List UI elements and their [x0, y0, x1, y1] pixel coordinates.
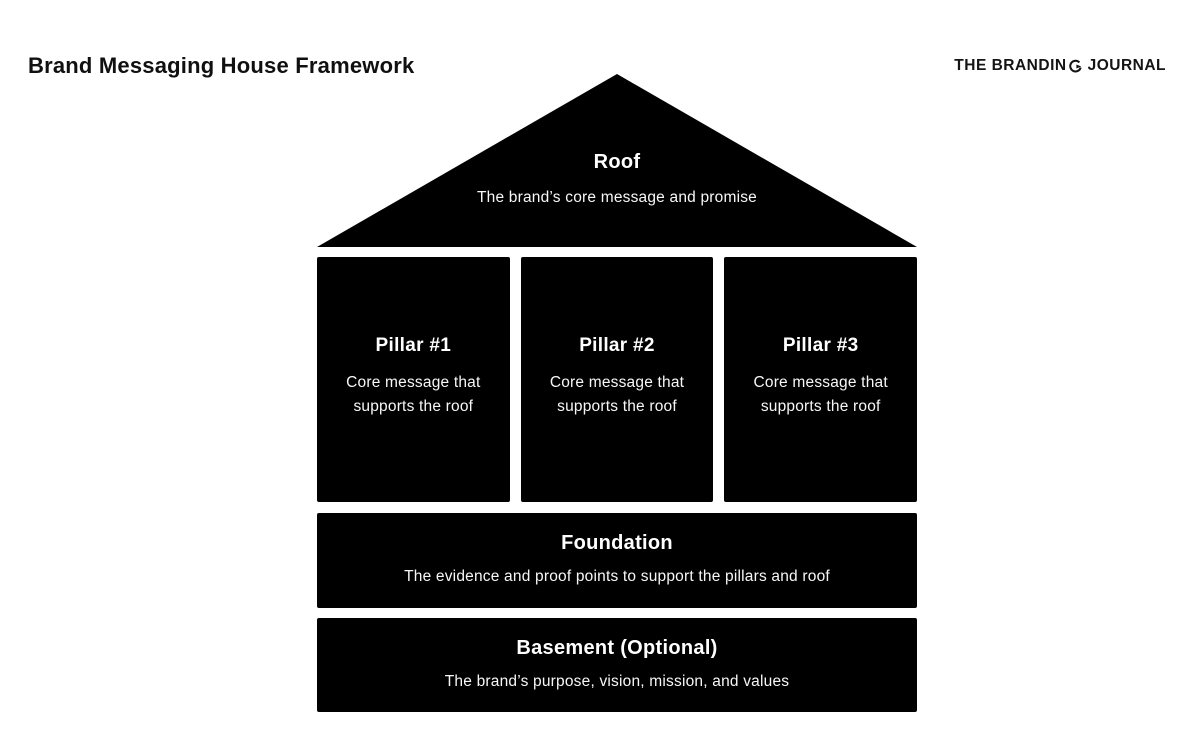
foundation-subtitle: The evidence and proof points to support… — [404, 568, 830, 586]
basement-title: Basement (Optional) — [516, 636, 718, 659]
pillar-3-title: Pillar #3 — [782, 335, 859, 357]
roof-block: Roof The brand’s core message and promis… — [317, 74, 917, 247]
foundation-block: Foundation The evidence and proof points… — [317, 513, 917, 608]
brand-logo-text-left: THE BRANDIN — [954, 57, 1067, 74]
pillars-row: Pillar #1 Core message that supports the… — [317, 257, 918, 502]
pillar-2-title: Pillar #2 — [579, 335, 655, 357]
roof-title: Roof — [593, 150, 641, 173]
basement-block: Basement (Optional) The brand’s purpose,… — [317, 618, 917, 712]
brand-logo: THE BRANDIN JOURNAL — [954, 57, 1166, 75]
pillar-2-block: Pillar #2 Core message that supports the… — [520, 257, 714, 502]
pillar-3-block: Pillar #3 Core message that supports the… — [724, 257, 918, 502]
page-title: Brand Messaging House Framework — [28, 53, 415, 78]
brand-logo-text-right: JOURNAL — [1087, 57, 1166, 74]
pillar-1-subtitle: Core message that supports the roof — [346, 374, 481, 415]
brand-messaging-house-diagram: Roof The brand’s core message and promis… — [317, 74, 918, 712]
pillar-1-block: Pillar #1 Core message that supports the… — [317, 257, 510, 502]
pillar-1-title: Pillar #1 — [375, 335, 452, 357]
g-arrow-icon — [1068, 59, 1082, 72]
foundation-title: Foundation — [561, 532, 673, 555]
pillar-3-subtitle: Core message that supports the roof — [753, 374, 888, 415]
pillar-2-subtitle: Core message that supports the roof — [549, 374, 685, 415]
roof-subtitle: The brand’s core message and promise — [476, 188, 758, 206]
basement-subtitle: The brand’s purpose, vision, mission, an… — [444, 672, 790, 690]
